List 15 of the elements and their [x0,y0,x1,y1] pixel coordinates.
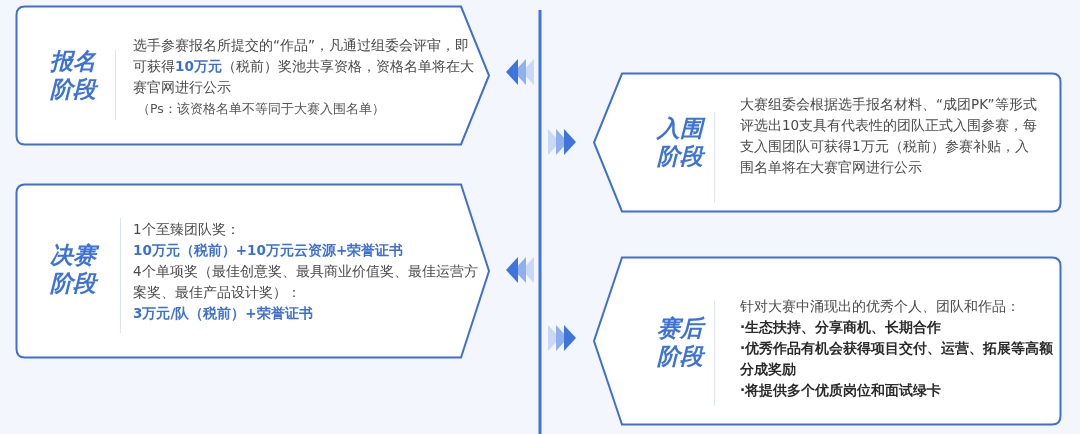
note-text: （Ps：该资格名单不等同于大赛入围名单） [136,100,386,118]
description-text: ·生态扶持、分享商机、长期合作 [740,318,943,337]
description-text: 选手参赛报名所提交的“作品”，凡通过组委会评审，即可获得10万元（税前）奖池共享资格，资格名单将在大赛官网进行公示 [133,36,475,97]
stage-title: 入围阶段 [650,114,710,170]
description-text: 4个单项奖（最佳创意奖、最具商业价值奖、最佳运营方案奖、最佳产品设计奖）： [133,262,479,302]
description-text: ·将提供多个优质岗位和面试绿卡 [740,381,943,400]
description-text: 3万元/队（税前）+荣誉证书 [133,304,314,323]
stage-title: 决赛阶段 [43,241,103,297]
description-text: 10万元（税前）+10万元云资源+荣誉证书 [133,241,405,260]
description-text: 大赛组委会根据选手报名材料、“成团PK”等形式评选出10支具有代表性的团队正式入围参赛，每支入围团队可获得1万元（税前）参赛补贴，入围名单将在大赛官网进行公示 [740,95,1039,177]
description-text: 1个至臻团队奖： [133,220,241,239]
description-text: ·优秀作品有机会获得项目交付、运营、拓展等高额分成奖励 [740,339,1055,379]
description-text: 针对大赛中涌现出的优秀个人、团队和作品： [740,297,1021,316]
stage-title: 报名阶段 [43,47,103,103]
stage-title: 赛后阶段 [650,314,710,370]
